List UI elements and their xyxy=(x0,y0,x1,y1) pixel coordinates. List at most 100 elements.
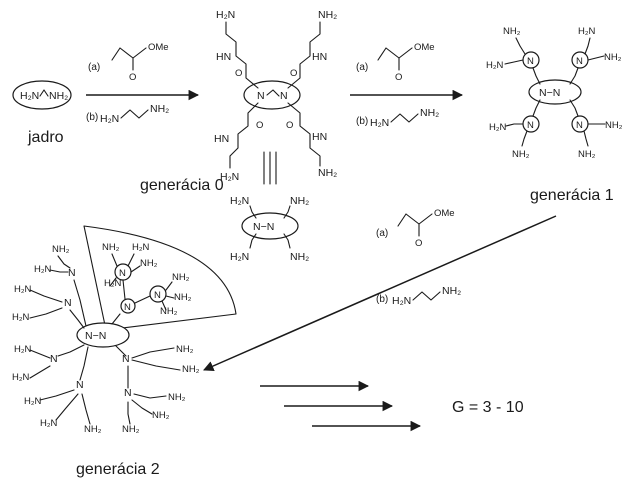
gen2-wedge-n3-label: N xyxy=(154,290,161,301)
generation-2-molecule: N−N N N N NH₂ H₂N NH₂ H₂N NH₂ NH₂ NH₂ NH… xyxy=(12,225,237,435)
gen1-arm-3 xyxy=(584,37,591,55)
gen0s-bond-lr xyxy=(283,233,291,249)
gen0-amide-ur: HN xyxy=(312,51,327,63)
ethylenediamine-3-right: NH₂ xyxy=(442,285,461,297)
step-a-label: (a) xyxy=(88,62,100,73)
acrylate-2-ome: OMe xyxy=(414,42,435,53)
gen0-o-ul: O xyxy=(235,68,242,79)
acrylate-1 xyxy=(111,47,147,61)
gen2-lr-nh2-4: NH₂ xyxy=(152,410,170,421)
label-generation-range: G = 3 - 10 xyxy=(452,399,524,416)
gen2-left-nh2-1: NH₂ xyxy=(52,244,70,255)
acrylate-3 xyxy=(397,213,433,227)
gen0-h2n-ll: H₂N xyxy=(220,171,239,183)
core-backbone xyxy=(39,89,49,97)
gen0-o-ur: O xyxy=(290,68,297,79)
gen0s-h2n-ul: H₂N xyxy=(230,195,249,207)
generation-1-molecule: N−N N N N N NH₂ H₂N H₂N NH₂ H₂N NH₂ NH₂ … xyxy=(486,26,623,160)
acrylate-2 xyxy=(377,47,413,61)
gen2-ll-nh2-5: NH₂ xyxy=(84,424,102,435)
gen2-wedge-h2n-2: H₂N xyxy=(132,242,150,253)
reaction-step-2: (a) O OMe (b) H₂N NH₂ xyxy=(350,42,464,129)
gen1-core-ring xyxy=(528,79,582,105)
gen0-n-bridge xyxy=(266,89,280,97)
gen0-amide-ul: HN xyxy=(216,51,231,63)
gen0-n-right: N xyxy=(280,90,288,102)
gen0-nh2-ur: NH₂ xyxy=(318,9,337,21)
gen2-ll-n-1: N xyxy=(50,353,58,365)
gen2-wedge-h2n-4: H₂N xyxy=(104,278,122,289)
reaction-step-3: (a) O OMe (b) H₂N NH₂ xyxy=(203,208,557,372)
ethylenediamine-2 xyxy=(390,113,419,123)
gen1-h2n-3: H₂N xyxy=(578,26,596,37)
gen0s-nh2-lr: NH₂ xyxy=(290,251,309,263)
gen1-nh2-4: NH₂ xyxy=(604,52,622,63)
gen2-wedge-n2-label: N xyxy=(124,302,131,313)
gen2-wedge-nh2-5: NH₂ xyxy=(172,272,190,283)
gen2-lr-n-1: N xyxy=(122,353,130,365)
label-gen0: generácia 0 xyxy=(140,177,224,194)
gen1-arm-1 xyxy=(515,37,526,55)
acrylate-1-ome: OMe xyxy=(148,42,169,53)
gen2-left-h2n-4: H₂N xyxy=(12,312,30,323)
equivalence-sign xyxy=(263,151,277,185)
gen1-core-n-n: N−N xyxy=(539,87,560,99)
core-ring xyxy=(12,80,72,110)
gen0s-bond-ur xyxy=(283,205,291,219)
gen0-amide-lr: HN xyxy=(312,131,327,143)
acrylate-2-o: O xyxy=(395,72,402,83)
gen2-wedge-n1-label: N xyxy=(119,268,126,279)
gen2-left-arms xyxy=(29,255,87,329)
gen2-wedge-nh2-3: NH₂ xyxy=(140,258,158,269)
gen0-o-ll: O xyxy=(256,120,263,131)
gen2-wedge-arms xyxy=(109,253,175,311)
gen2-core-ring xyxy=(76,322,130,348)
gen2-lr-nh2-1: NH₂ xyxy=(176,344,194,355)
gen0s-bond-ul xyxy=(249,205,257,219)
gen2-lr-nh2-2: NH₂ xyxy=(182,364,200,375)
gen2-wedge-n3 xyxy=(149,285,167,303)
gen1-arm-4 xyxy=(587,55,605,61)
gen1-link-ll xyxy=(532,99,541,117)
gen0-arm-ur xyxy=(287,21,321,89)
gen0-amide-ll: HN xyxy=(214,133,229,145)
generation-0-molecule: N N H₂N HN O NH₂ HN O H₂N HN O NH₂ HN O xyxy=(214,9,337,183)
gen2-wedge-links xyxy=(111,279,151,325)
ethylenediamine-2-left: H₂N xyxy=(370,117,389,129)
ethylenediamine-3-left: H₂N xyxy=(392,295,411,307)
ethylenediamine-3 xyxy=(412,291,441,301)
gen2-ll-h2n-2: H₂N xyxy=(12,372,30,383)
step2-b-label: (b) xyxy=(356,116,368,127)
gen2-lr-nh2-3: NH₂ xyxy=(168,392,186,403)
step3-b-label: (b) xyxy=(376,294,388,305)
gen2-left-n-2: N xyxy=(64,297,72,309)
gen1-h2n-5: H₂N xyxy=(489,122,507,133)
ethylenediamine-1 xyxy=(120,109,149,119)
gen0s-h2n-ll: H₂N xyxy=(230,251,249,263)
label-gen1: generácia 1 xyxy=(530,187,614,204)
gen0s-core-ring xyxy=(241,212,299,240)
label-gen2: generácia 2 xyxy=(76,461,160,478)
gen2-wedge-nh2-1: NH₂ xyxy=(102,242,120,253)
gen0s-bond-ll xyxy=(249,233,257,249)
gen2-ll-h2n-3: H₂N xyxy=(24,396,42,407)
gen2-wedge-nh2-6: NH₂ xyxy=(174,292,192,303)
gen2-lr-n-2: N xyxy=(124,387,132,399)
gen0-arm-lr xyxy=(287,102,321,167)
step3-a-label: (a) xyxy=(376,228,388,239)
gen1-nh2-1: NH₂ xyxy=(503,26,521,37)
core-amine-left: H₂N xyxy=(20,90,39,102)
arrow-step-3 xyxy=(203,215,557,372)
gen0-n-left: N xyxy=(257,90,265,102)
gen0-arm-ul xyxy=(225,21,259,89)
gen2-lr-nh2-5: NH₂ xyxy=(122,424,140,435)
gen2-left-h2n-3: H₂N xyxy=(14,284,32,295)
gen1-nh2-6: NH₂ xyxy=(512,149,530,160)
gen2-ll-arms xyxy=(29,344,91,425)
gen1-h2n-2: H₂N xyxy=(486,60,504,71)
gen1-n-ur: N xyxy=(576,56,583,67)
gen1-arm-8 xyxy=(583,130,589,147)
gen1-nh2-7: NH₂ xyxy=(605,120,623,131)
gen0-nh2-lr: NH₂ xyxy=(318,167,337,179)
